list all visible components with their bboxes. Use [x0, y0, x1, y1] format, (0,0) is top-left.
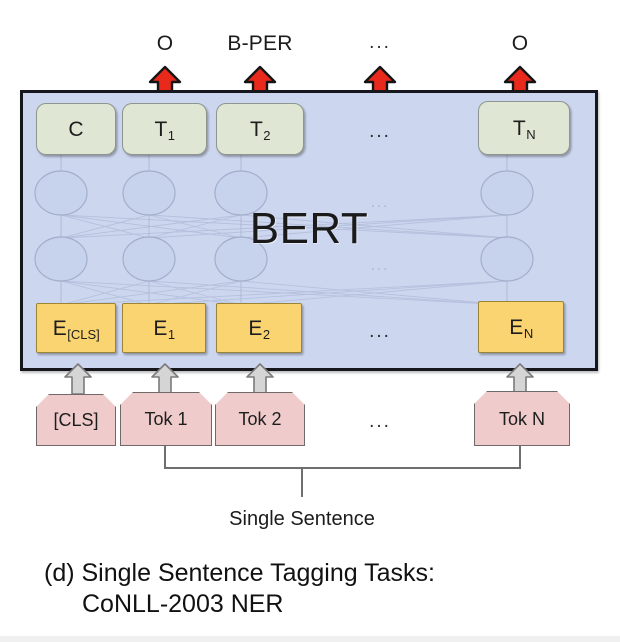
- network-row2-ellipsis: ...: [370, 257, 390, 274]
- single-sentence-bracket: [164, 444, 521, 497]
- embedding-2-label: E2: [248, 316, 271, 342]
- embedding-cls-label: E[CLS]: [52, 316, 100, 342]
- single-sentence-label: Single Sentence: [229, 508, 375, 530]
- figure-caption-line2: CoNLL-2003 NER: [82, 590, 284, 619]
- output-token-t2-label: T2: [249, 117, 271, 143]
- figure-caption: (d) Single Sentence Tagging Tasks: CoNLL…: [44, 558, 584, 621]
- figure-caption-line1: (d) Single Sentence Tagging Tasks:: [44, 559, 435, 587]
- output-token-row-ellipsis: ...: [369, 121, 391, 142]
- input-token-n-label: Tok N: [498, 408, 545, 429]
- embedding-n-label: EN: [509, 315, 534, 341]
- input-token-2-label: Tok 2: [238, 409, 282, 429]
- output-tag-label-ellipsis: ...: [369, 32, 391, 53]
- embedding-row-ellipsis: ...: [369, 321, 391, 342]
- input-token-cls-label: [CLS]: [53, 410, 99, 430]
- bottom-strip: [0, 636, 620, 642]
- input-token-1-label: Tok 1: [144, 409, 188, 429]
- input-token-2: Tok 2: [215, 392, 305, 446]
- output-token-tn: TN: [478, 101, 570, 155]
- embedding-1-label: E1: [153, 316, 176, 342]
- output-tag-label-3: O: [511, 32, 529, 55]
- output-token-t2: T2: [216, 103, 304, 155]
- input-token-cls: [CLS]: [36, 394, 116, 446]
- output-token-c-label: C: [68, 117, 84, 141]
- output-tag-label-1: B-PER: [227, 32, 293, 55]
- embedding-cls: E[CLS]: [36, 303, 116, 353]
- input-token-n: Tok N: [474, 391, 570, 446]
- network-row1-ellipsis: ...: [370, 194, 390, 211]
- output-token-tn-label: TN: [512, 116, 536, 142]
- input-token-row-ellipsis: ...: [369, 411, 391, 432]
- bert-model-label: BERT: [249, 204, 369, 253]
- output-tag-label-0: O: [156, 32, 174, 55]
- embedding-n: EN: [478, 301, 564, 353]
- input-token-1: Tok 1: [120, 392, 212, 446]
- output-token-t1-label: T1: [154, 117, 176, 143]
- embedding-1: E1: [122, 303, 206, 353]
- transformer-network-graphic: [34, 151, 534, 306]
- output-token-t1: T1: [122, 103, 207, 155]
- embedding-2: E2: [216, 303, 302, 353]
- output-token-c: C: [36, 103, 116, 155]
